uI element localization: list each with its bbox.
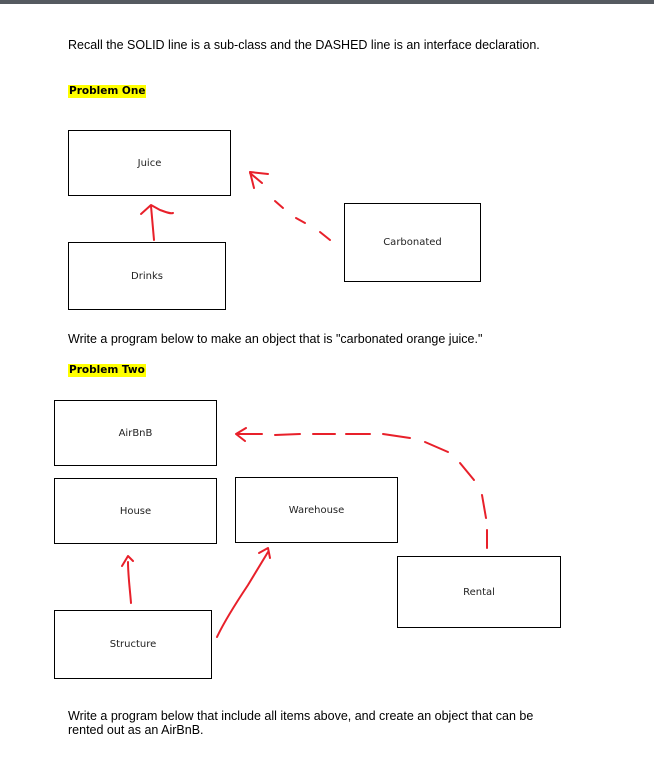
rental-to-airbnb-dash	[382, 433, 411, 439]
problem-two-heading: Problem Two	[68, 364, 146, 377]
structure-to-warehouse-arrow	[216, 551, 269, 638]
structure-to-house-arrowhead	[121, 555, 134, 567]
problem-two-instruction-line1: Write a program below that include all i…	[68, 709, 534, 723]
rental-label: Rental	[463, 586, 495, 598]
rental-to-airbnb-dash	[481, 494, 487, 519]
problem-two-instruction-line2: rented out as an AirBnB.	[68, 723, 204, 737]
structure-label: Structure	[109, 639, 157, 650]
drinks-label: Drinks	[131, 270, 163, 282]
rental-to-airbnb-dash	[274, 433, 301, 436]
carbonated-label: Carbonated	[383, 237, 442, 248]
carbonated-to-juice-arrowhead	[249, 171, 269, 189]
airbnb-box: AirBnB	[54, 400, 217, 466]
house-box: House	[54, 478, 217, 544]
problem-one-heading: Problem One	[68, 85, 147, 98]
structure-to-warehouse-arrowhead	[258, 547, 271, 559]
rental-box: Rental	[397, 556, 561, 628]
warehouse-label: Warehouse	[288, 504, 345, 516]
house-label: House	[119, 505, 152, 517]
drinks-box: Drinks	[68, 242, 226, 310]
carbonated-box: Carbonated	[344, 203, 481, 282]
drinks-to-juice-arrow	[150, 205, 155, 241]
intro-text: Recall the SOLID line is a sub-class and…	[68, 38, 540, 52]
rental-to-airbnb-dash	[459, 462, 475, 481]
problem-one-instruction: Write a program below to make an object …	[68, 332, 483, 346]
carbonated-to-juice-dash	[274, 200, 284, 209]
carbonated-to-juice-dash	[295, 217, 306, 224]
drinks-to-juice-arrowhead	[140, 204, 174, 215]
airbnb-label: AirBnB	[118, 427, 153, 439]
structure-to-house-arrow	[127, 561, 132, 604]
structure-box: Structure	[54, 610, 212, 679]
juice-label: Juice	[137, 157, 162, 169]
rental-to-airbnb-dash	[424, 441, 449, 453]
rental-to-airbnb-arrowhead	[235, 427, 263, 442]
warehouse-box: Warehouse	[235, 477, 398, 543]
page-top-border	[0, 0, 654, 4]
carbonated-to-juice-dash	[319, 231, 331, 241]
juice-box: Juice	[68, 130, 231, 196]
